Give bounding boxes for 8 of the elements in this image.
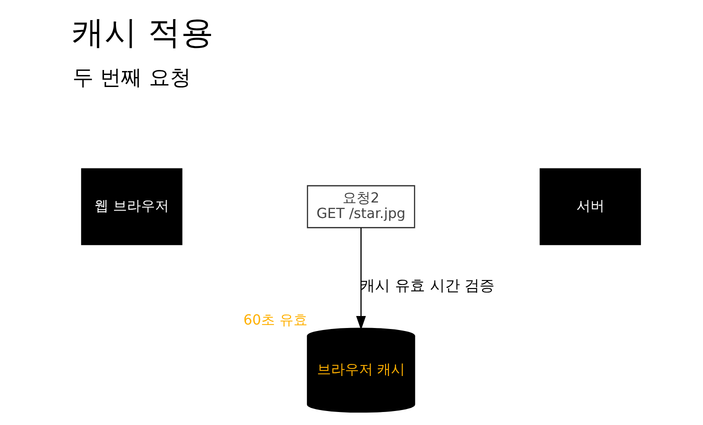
edge-label: 캐시 유효 시간 검증 (360, 276, 494, 294)
arrow (356, 228, 366, 330)
node-box: 요청2 GET /star.jpg (306, 185, 415, 228)
node-box: 서버 (539, 168, 640, 246)
diagram-title: 캐시 적용 (71, 14, 214, 52)
label: 두 번째 요청 (72, 65, 190, 90)
node-label: 60초 유효 (242, 312, 308, 328)
node-box: 웹 브라우저 (80, 168, 182, 246)
